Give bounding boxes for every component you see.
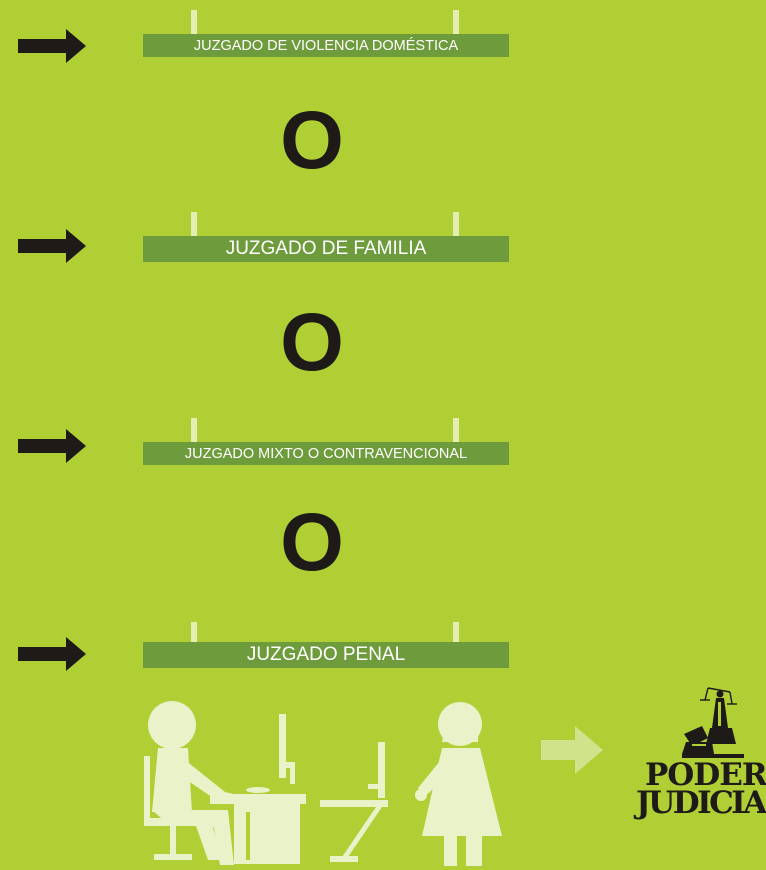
or-separator: O	[280, 497, 344, 588]
court-label: JUZGADO DE VIOLENCIA DOMÉSTICA	[143, 34, 509, 57]
right-arrow-icon	[18, 229, 86, 263]
next-arrow-icon	[541, 726, 603, 774]
court-label: JUZGADO MIXTO O CONTRAVENCIONAL	[143, 442, 509, 465]
court-sign-mixto: JUZGADO MIXTO O CONTRAVENCIONAL	[143, 418, 509, 468]
court-sign-violencia: JUZGADO DE VIOLENCIA DOMÉSTICA	[143, 10, 509, 60]
court-sign-familia: JUZGADO DE FAMILIA	[143, 212, 509, 264]
court-office-scene-icon	[144, 701, 502, 866]
court-label: JUZGADO DE FAMILIA	[143, 236, 509, 262]
or-separator: O	[280, 297, 344, 388]
justice-statue-icon	[682, 687, 744, 758]
right-arrow-icon	[18, 429, 86, 463]
logo-text-judicial: JUDICIAL	[636, 785, 766, 821]
court-label: JUZGADO PENAL	[143, 642, 509, 668]
court-sign-penal: JUZGADO PENAL	[143, 622, 509, 672]
right-arrow-icon	[18, 637, 86, 671]
right-arrow-icon	[18, 29, 86, 63]
or-separator: O	[280, 95, 344, 186]
logo-text-poder: PODER	[645, 757, 766, 793]
